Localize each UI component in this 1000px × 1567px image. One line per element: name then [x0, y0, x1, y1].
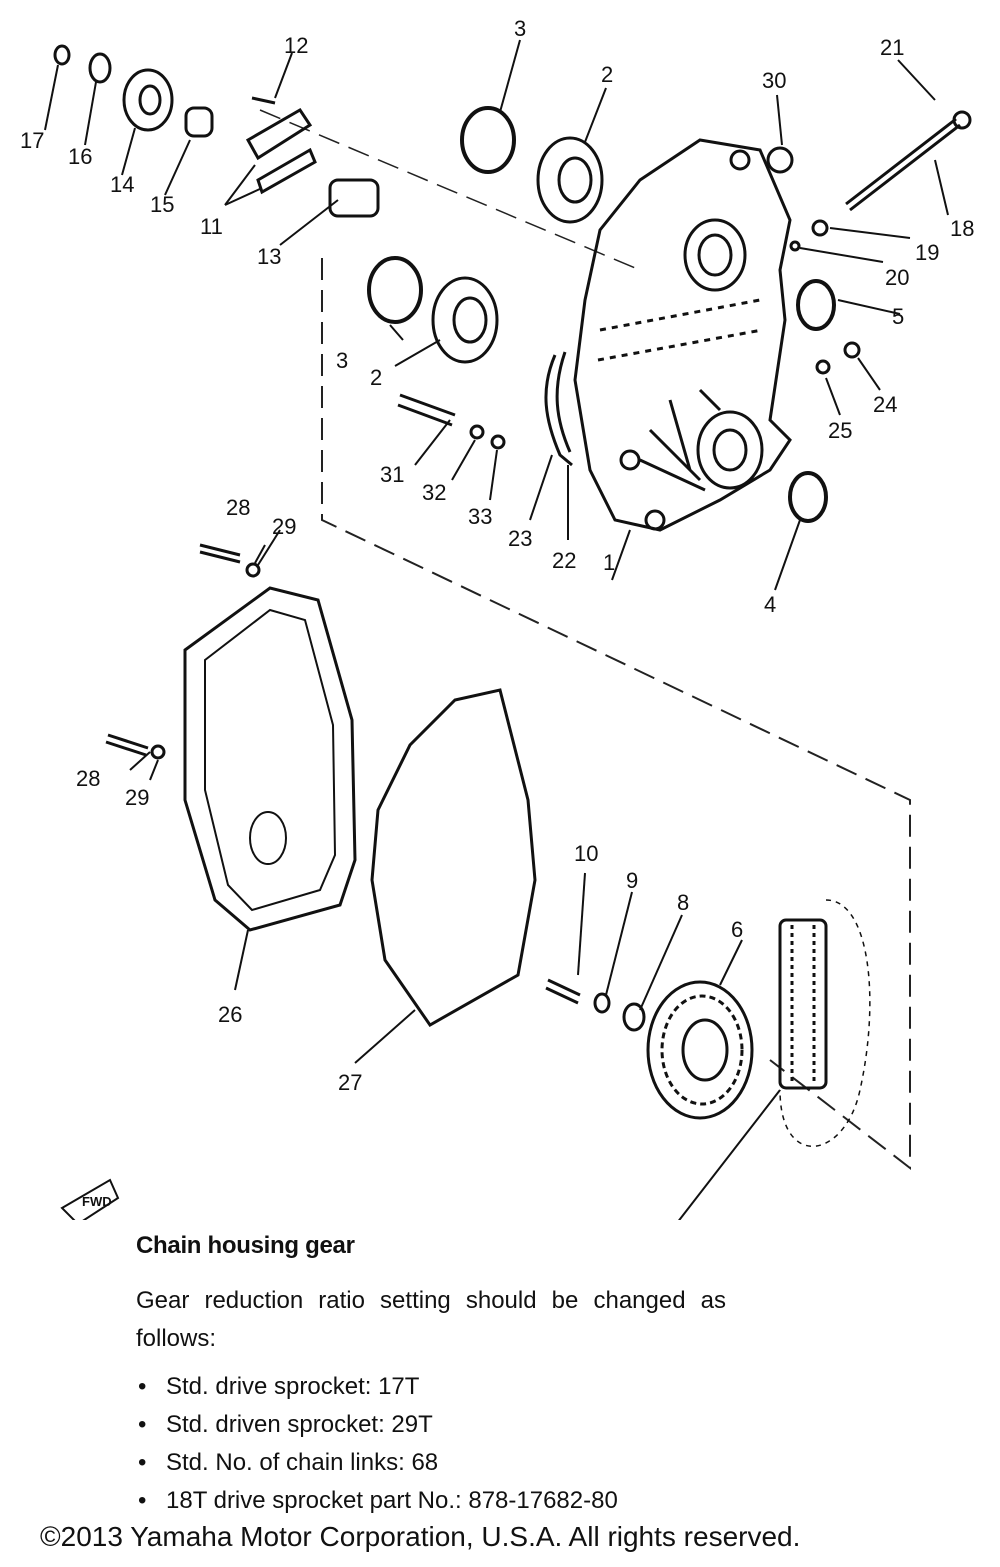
list-item: Std. driven sprocket: 29T	[136, 1406, 726, 1444]
callout-31: 31	[380, 462, 404, 487]
callout-6: 6	[731, 917, 743, 942]
notes-intro: Gear reduction ratio setting should be c…	[136, 1287, 726, 1352]
callout-4: 4	[764, 592, 776, 617]
callout-1: 1	[603, 550, 615, 575]
chain-case-cover	[183, 586, 357, 932]
copyright-notice: ©2013 Yamaha Motor Corporation, U.S.A. A…	[40, 1521, 801, 1552]
chain-case-cover-inner	[204, 608, 337, 912]
callout-21: 21	[880, 35, 904, 60]
callout-30: 30	[762, 68, 786, 93]
callout-18: 18	[950, 216, 974, 241]
callout-9: 9	[626, 868, 638, 893]
drive-chain	[778, 899, 871, 1147]
callout-28-upper: 28	[226, 495, 250, 520]
callout-19: 19	[915, 240, 939, 265]
oil-seal-lower	[788, 471, 828, 523]
circlip-upper	[460, 106, 516, 174]
callout-13: 13	[257, 244, 281, 269]
gear-ratio-notes: Chain housing gear Gear reduction ratio …	[136, 1232, 726, 1520]
callout-labels: 1 2 2 3 3 4 5 6 7 8 9 10 11 12 13 14 15 …	[20, 16, 974, 1095]
callout-26: 26	[218, 1002, 242, 1027]
callout-2-lower: 2	[370, 365, 382, 390]
callout-29-upper: 29	[272, 514, 296, 539]
leader-lines	[44, 39, 949, 1220]
callout-32: 32	[422, 480, 446, 505]
callout-15: 15	[150, 192, 174, 217]
callout-24: 24	[873, 392, 897, 417]
callout-20: 20	[885, 265, 909, 290]
fwd-label: FWD	[82, 1194, 112, 1209]
callout-3-upper: 3	[514, 16, 526, 41]
bearing-lower	[431, 276, 499, 364]
forward-direction-icon: FWD	[60, 1178, 120, 1220]
list-item: Std. No. of chain links: 68	[136, 1444, 726, 1482]
bearing-upper	[536, 136, 604, 224]
list-item: 18T drive sprocket part No.: 878-17682-8…	[136, 1482, 726, 1520]
callout-22: 22	[552, 548, 576, 573]
callout-17: 17	[20, 128, 44, 153]
gasket	[370, 688, 537, 1027]
driven-sprocket	[545, 978, 754, 1120]
cover-screws	[105, 543, 261, 760]
callout-29-lower: 29	[125, 785, 149, 810]
callout-3-lower: 3	[336, 348, 348, 373]
callout-25: 25	[828, 418, 852, 443]
callout-8: 8	[677, 890, 689, 915]
cover-hole	[249, 811, 287, 865]
callout-2-upper: 2	[601, 62, 613, 87]
callout-23: 23	[508, 526, 532, 551]
long-bolt	[766, 110, 972, 252]
chain-housing	[573, 138, 792, 532]
callout-28-lower: 28	[76, 766, 100, 791]
assembly-axis-line	[259, 109, 641, 271]
callout-14: 14	[110, 172, 134, 197]
callout-12: 12	[284, 33, 308, 58]
callout-27: 27	[338, 1070, 362, 1095]
callout-16: 16	[68, 144, 92, 169]
exploded-parts-diagram: FWD	[20, 16, 974, 1220]
circlip-lower	[367, 256, 423, 324]
callout-11: 11	[200, 214, 223, 239]
list-item: Std. drive sprocket: 17T	[136, 1368, 726, 1406]
callout-10: 10	[574, 841, 598, 866]
oil-seal-upper	[796, 279, 836, 331]
callout-5: 5	[892, 304, 904, 329]
tensioner-assembly	[53, 44, 380, 218]
bolt-and-hose	[397, 341, 861, 467]
notes-list: Std. drive sprocket: 17T Std. driven spr…	[136, 1368, 726, 1520]
callout-33: 33	[468, 504, 492, 529]
assembly-boundary-line	[321, 258, 911, 1171]
notes-title: Chain housing gear	[136, 1232, 355, 1259]
